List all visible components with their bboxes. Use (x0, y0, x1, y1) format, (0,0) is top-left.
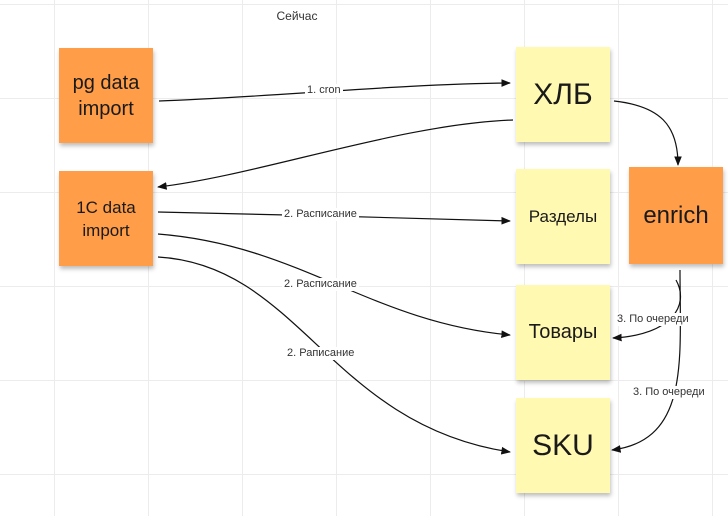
edge-queue-sku (611, 269, 682, 453)
node-enrich[interactable]: enrich (629, 167, 723, 264)
node-tovary-label: Товары (528, 321, 598, 343)
edge-queue-tovary (612, 279, 681, 342)
diagram-title: Сейчас (276, 9, 318, 23)
node-pg-import[interactable]: pg data import (59, 48, 153, 143)
node-razdely[interactable]: Разделы (516, 169, 610, 264)
edge-hlb-to-1c (157, 119, 514, 190)
node-1c-import-label: 1C data import (76, 197, 136, 240)
edge-label-sched-tovary: 2. Расписание (282, 278, 359, 291)
node-hlb-label: ХЛБ (533, 77, 593, 111)
edge-label-queue-tovary: 3. По очереди (615, 313, 691, 326)
edge-label-sched-sku: 2. Раписание (285, 347, 357, 360)
node-enrich-label: enrich (643, 201, 709, 229)
node-sku[interactable]: SKU (516, 398, 610, 493)
edge-label-sched-razdely: 2. Расписание (282, 208, 359, 221)
node-hlb[interactable]: ХЛБ (516, 47, 610, 142)
node-tovary[interactable]: Товары (516, 285, 610, 380)
edge-hlb-to-enrich (613, 100, 682, 166)
node-1c-import[interactable]: 1C data import (59, 171, 153, 266)
node-razdely-label: Разделы (528, 206, 598, 226)
node-sku-label: SKU (532, 428, 594, 462)
edge-label-cron: 1. cron (305, 84, 343, 97)
edge-label-queue-sku: 3. По очереди (631, 386, 707, 399)
node-pg-import-label: pg data import (72, 71, 140, 120)
